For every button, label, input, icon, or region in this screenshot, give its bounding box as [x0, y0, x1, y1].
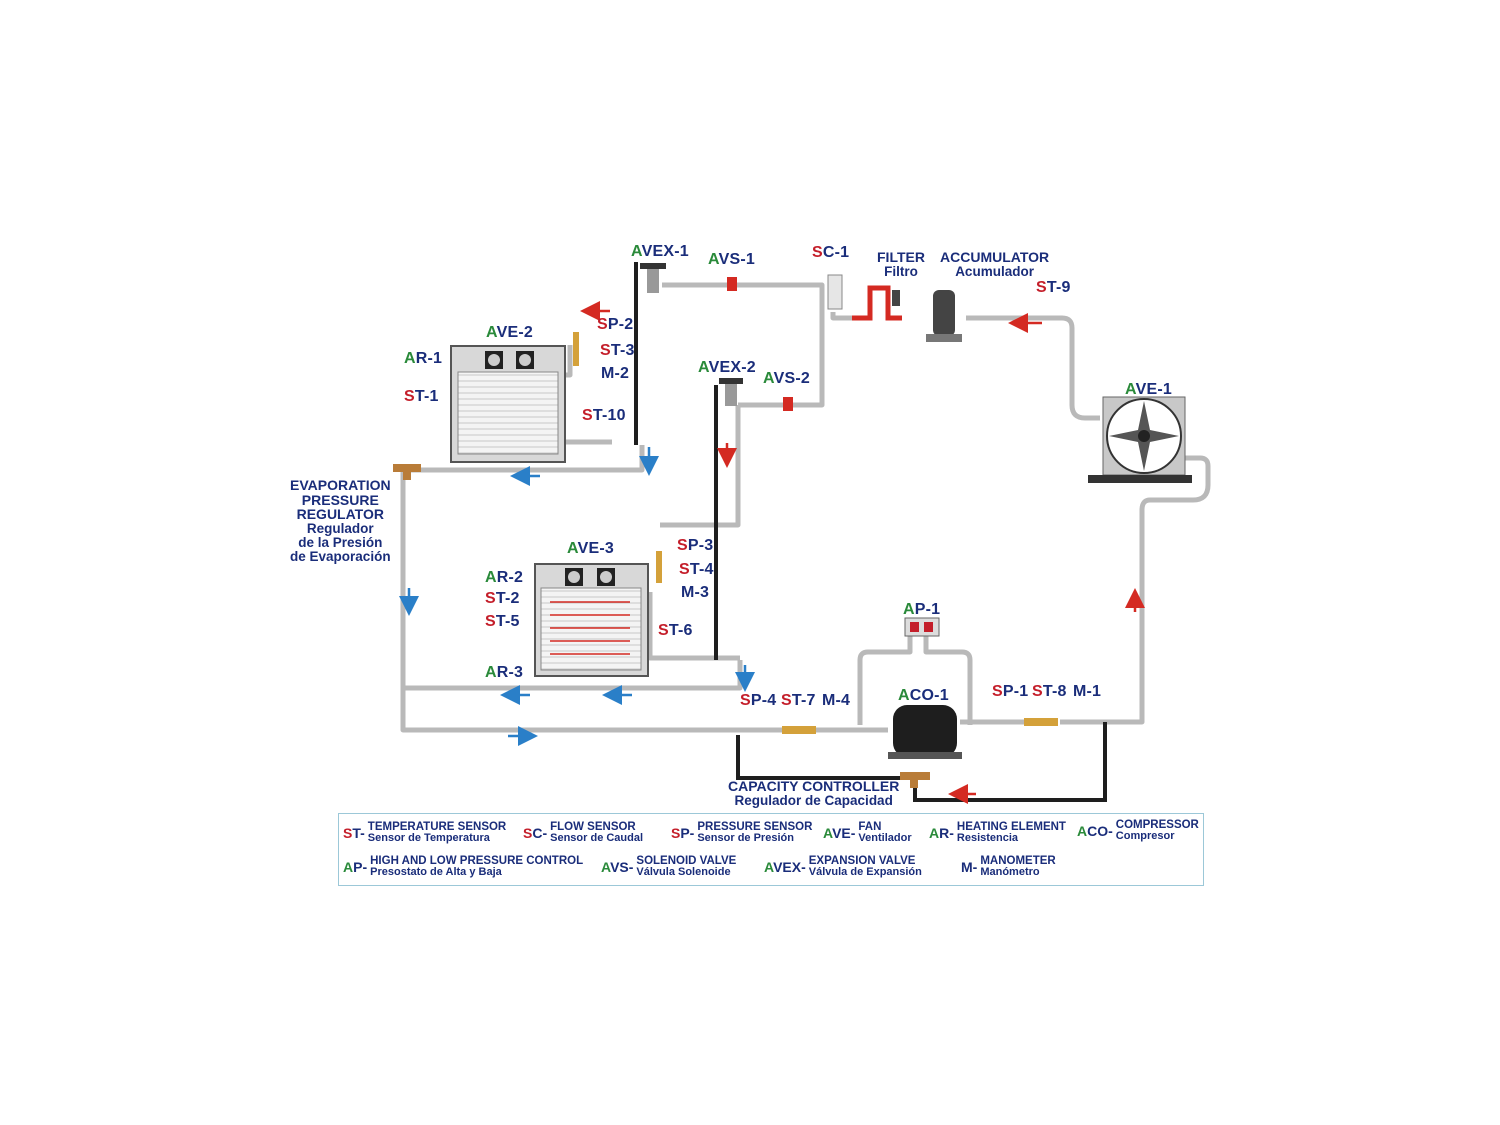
label-avs-2: AVS-2 [763, 370, 810, 387]
sensor-manifold-3 [1024, 718, 1058, 726]
label-sp-3: SP-3 [677, 537, 714, 554]
label-ar-3: AR-3 [485, 664, 524, 681]
dark-pipes [634, 262, 1107, 802]
sensor-manifold-1 [573, 332, 579, 366]
condenser-fan-unit [1088, 396, 1192, 483]
label-sc-1: SC-1 [812, 244, 850, 261]
label-st-2: ST-2 [485, 590, 520, 607]
solenoid-valve-2 [783, 397, 793, 411]
label-avex-2: AVEX-2 [698, 359, 756, 376]
label-sp-4: SP-4 [740, 692, 777, 709]
sensor-manifold-2 [656, 551, 662, 583]
evaporator-2 [534, 563, 649, 677]
accumulator-body [926, 290, 962, 342]
label-ar-2: AR-2 [485, 569, 524, 586]
label-st-10: ST-10 [582, 407, 626, 424]
caption-evaporation-pressure-regulator: EVAPORATION PRESSURE REGULATOR Regulador… [290, 477, 391, 565]
sensor-manifold-4 [782, 726, 816, 734]
label-st-3: ST-3 [600, 342, 635, 359]
label-st-9: ST-9 [1036, 279, 1071, 296]
label-m-1: M-1 [1073, 683, 1102, 700]
filter-loop-pipe [852, 285, 902, 321]
solenoid-valve-1 [727, 277, 737, 291]
label-st-6: ST-6 [658, 622, 693, 639]
label-aco-1: ACO-1 [898, 687, 949, 704]
flow-sensor-body [827, 274, 843, 310]
label-m-2: M-2 [601, 365, 630, 382]
filter-body [892, 290, 900, 306]
label-st-4: ST-4 [679, 561, 714, 578]
label-ave-1: AVE-1 [1125, 381, 1172, 398]
flow-arrows [399, 301, 1145, 804]
epr-valve [393, 464, 421, 480]
label-ap-1: AP-1 [903, 601, 941, 618]
label-avex-1: AVEX-1 [631, 243, 689, 260]
label-sp-1: SP-1 [992, 683, 1029, 700]
label-sp-2: SP-2 [597, 316, 634, 333]
expansion-valve-1 [640, 263, 666, 293]
label-st-8: ST-8 [1032, 683, 1067, 700]
compressor-body [888, 705, 962, 759]
label-m-4: M-4 [822, 692, 851, 709]
label-st-7: ST-7 [781, 692, 816, 709]
capacity-valve [900, 772, 930, 788]
expansion-valve-2 [719, 378, 743, 406]
label-ave-2: AVE-2 [486, 324, 533, 341]
label-st-5: ST-5 [485, 613, 520, 630]
evaporator-1 [450, 345, 566, 463]
label-st-1: ST-1 [404, 388, 439, 405]
label-ar-1: AR-1 [404, 350, 443, 367]
label-avs-1: AVS-1 [708, 251, 755, 268]
label-m-3: M-3 [681, 584, 710, 601]
pressure-control-box [904, 617, 940, 637]
label-ave-3: AVE-3 [567, 540, 614, 557]
